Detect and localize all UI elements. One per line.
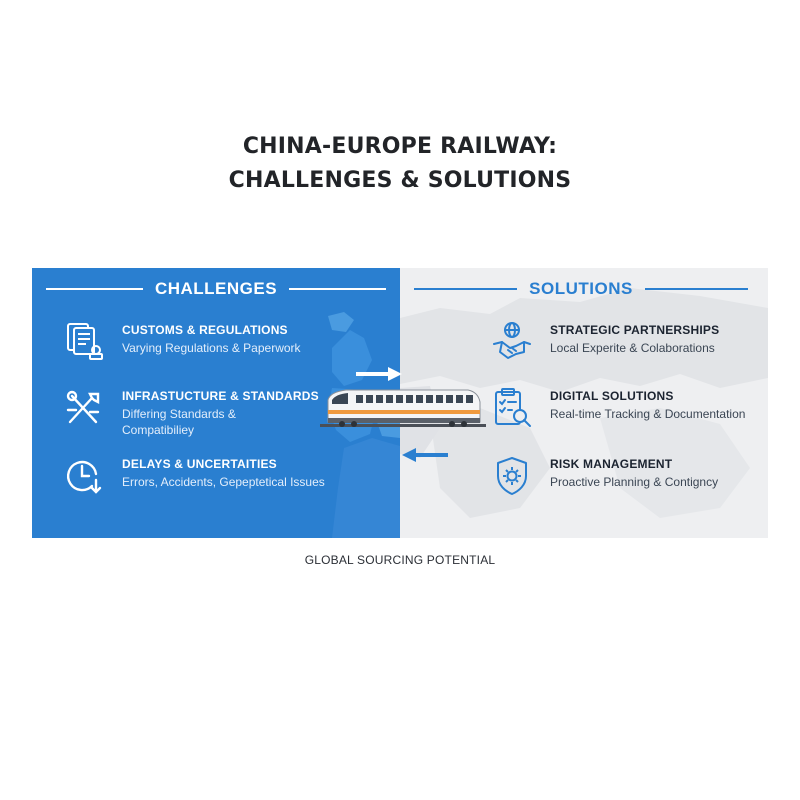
solution-desc: Real-time Tracking & Documentation: [550, 407, 746, 421]
challenges-header: CHALLENGES: [46, 272, 386, 306]
challenge-item: CUSTOMS & REGULATIONS Varying Regulation…: [62, 320, 301, 364]
solution-desc: Local Experite & Colaborations: [550, 341, 715, 355]
handshake-globe-icon: [493, 322, 531, 359]
solutions-heading: SOLUTIONS: [529, 279, 633, 298]
challenges-heading: CHALLENGES: [154, 279, 278, 298]
shield-gear-icon: [497, 457, 527, 495]
arrow-right-icon: [356, 367, 402, 381]
challenge-desc: Errors, Accidents, Gepeptetical Issues: [122, 475, 325, 489]
challenge-item: DELAYS & UNCERTAITIES Errors, Accidents,…: [62, 454, 325, 498]
solution-item: DIGITAL SOLUTIONS Real-time Tracking & D…: [490, 386, 745, 430]
challenge-item: INFRASTUCTURE & STANDARDS Differing Stan…: [62, 386, 319, 438]
challenge-desc: Varying Regulations & Paperwork: [122, 341, 301, 355]
header-rule-left: [46, 288, 143, 290]
clock-icon: [66, 460, 102, 494]
clipboard-search-icon: [495, 388, 531, 427]
page-title: CHINA-EUROPE RAILWAY: CHALLENGES & SOLUT…: [0, 130, 800, 198]
header-rule-left: [414, 288, 518, 290]
footer-caption: GLOBAL SOURCING POTENTIAL: [304, 553, 496, 567]
title-line-1: CHINA-EUROPE RAILWAY:: [242, 134, 558, 159]
challenge-title: DELAYS & UNCERTAITIES: [122, 457, 277, 471]
world-map-background: [400, 288, 768, 518]
challenge-title: INFRASTUCTURE & STANDARDS: [122, 389, 319, 403]
solution-item: RISK MANAGEMENT Proactive Planning & Con…: [490, 454, 718, 498]
solution-title: STRATEGIC PARTNERSHIPS: [550, 323, 720, 337]
challenge-title: CUSTOMS & REGULATIONS: [122, 323, 288, 337]
header-rule-right: [644, 288, 749, 290]
documents-stamp-icon: [67, 323, 103, 360]
arrow-left-icon: [402, 448, 448, 462]
solutions-header: SOLUTIONS: [414, 272, 749, 306]
solution-title: DIGITAL SOLUTIONS: [550, 389, 674, 403]
solution-item: STRATEGIC PARTNERSHIPS Local Experite & …: [490, 320, 719, 364]
tools-icon: [66, 390, 100, 424]
train-icon: [320, 389, 486, 427]
solution-desc: Proactive Planning & Contigncy: [550, 475, 719, 489]
title-line-2: CHALLENGES & SOLUTIONS: [228, 168, 572, 193]
solution-title: RISK MANAGEMENT: [550, 457, 673, 471]
header-rule-right: [289, 288, 386, 290]
challenge-desc: Differing Standards & Compatibiliey: [122, 407, 236, 437]
